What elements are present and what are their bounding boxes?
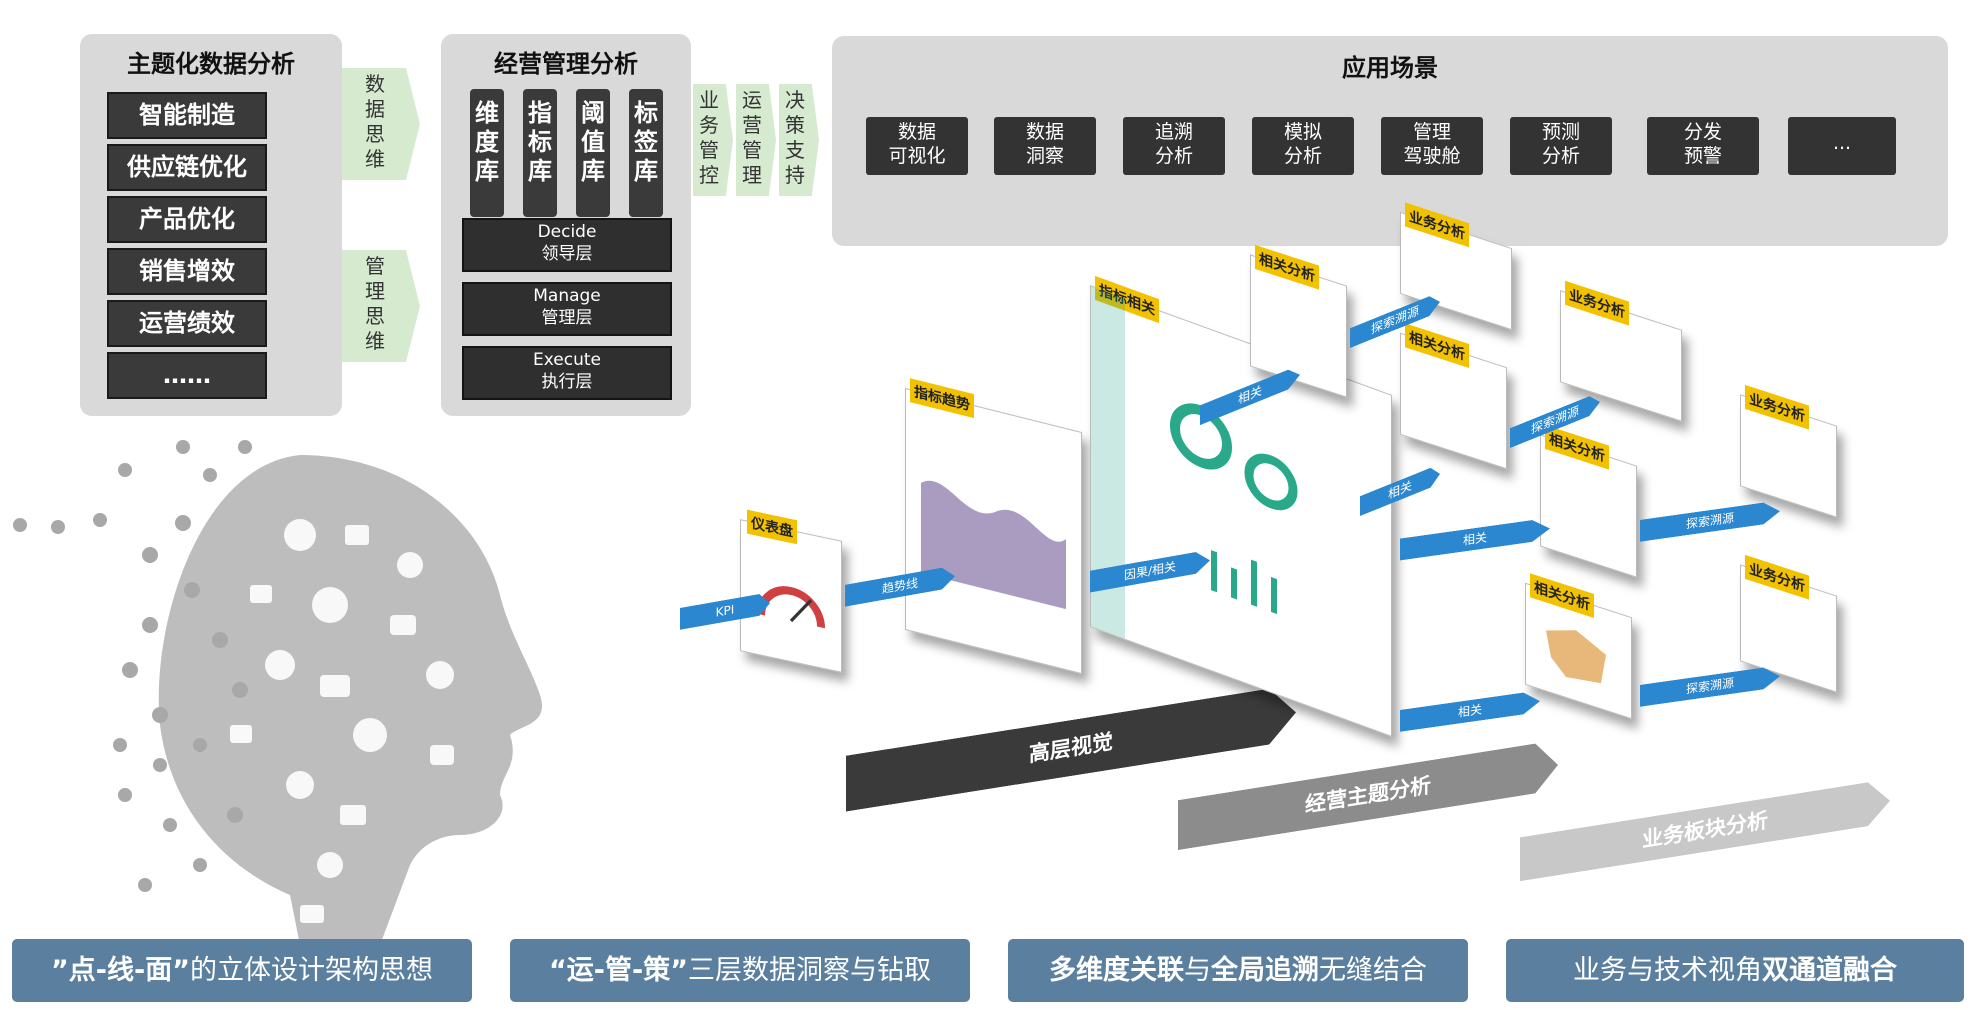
theme-item-smart-manufacturing: 智能制造 xyxy=(107,92,267,139)
mgmt-thinking-arrow xyxy=(342,250,420,362)
banner-dual-channel: 业务与技术视角双通道融合 xyxy=(1506,939,1964,1002)
scene-more: ... xyxy=(1788,117,1896,175)
theme-item-operations: 运营绩效 xyxy=(107,300,267,347)
scenes-panel-title: 应用场景 xyxy=(1342,54,1438,82)
biz-control-arrow xyxy=(693,84,733,196)
theme-panel-title: 主题化数据分析 xyxy=(127,50,295,78)
scene-insight: 数据 洞察 xyxy=(994,117,1096,175)
decision-support-arrow xyxy=(779,84,819,196)
banner-2-bold: “运-管-策” xyxy=(549,955,688,986)
arrow-explore-4: 探索溯源 xyxy=(1640,665,1780,707)
biz-control-label: 业 务 管 控 xyxy=(699,88,719,187)
theme-panel: 主题化数据分析 智能制造 供应链优化 产品优化 销售增效 运营绩效 …… xyxy=(80,34,342,416)
card-business-1-tag: 业务分析 xyxy=(1405,202,1469,248)
card-correlation-3: 相关分析 xyxy=(1400,323,1507,470)
card-gauge-tag: 仪表盘 xyxy=(747,509,797,545)
theme-item-supply-chain: 供应链优化 xyxy=(107,144,267,191)
card-trend: 指标趋势 xyxy=(905,378,1082,675)
indicator-library: 指 标 库 xyxy=(523,89,557,217)
card-business-4-tag: 业务分析 xyxy=(1745,554,1809,600)
analytics-flow: 高层视觉 经营主题分析 业务板块分析 仪表盘 指标趋势 指标相关 相关分析 业务… xyxy=(660,202,1950,860)
banner-4-bold: 双通道融合 xyxy=(1762,955,1897,986)
arrow-explore-3: 探索溯源 xyxy=(1640,500,1780,542)
icon-head-illustration xyxy=(13,440,543,945)
card-business-3-tag: 业务分析 xyxy=(1745,384,1809,430)
card-correlation-4: 相关分析 xyxy=(1540,424,1637,578)
scenes-panel: 应用场景 数据 可视化 数据 洞察 追溯 分析 模拟 分析 管理 驾驶舱 预测 … xyxy=(832,36,1948,246)
mgmt-thinking-label: 管 理 思 维 xyxy=(365,254,385,353)
ops-mgmt-label: 运 营 管 理 xyxy=(742,88,762,187)
card-business-2-tag: 业务分析 xyxy=(1565,280,1629,326)
tag-library: 标 签 库 xyxy=(629,89,663,217)
banner-1-rest: 的立体设计架构思想 xyxy=(189,955,433,986)
banner-4-pre: 业务与技术视角 xyxy=(1573,955,1762,986)
mgmt-panel-title: 经营管理分析 xyxy=(494,50,638,78)
arrow-correlation-4: 相关 xyxy=(1400,690,1540,732)
scene-cockpit: 管理 驾驶舱 xyxy=(1381,117,1483,175)
manage-layer: Manage 管理层 xyxy=(462,282,672,336)
banner-3-bold-1: 多维度关联 xyxy=(1049,955,1184,986)
card-correlation-2-tag: 相关分析 xyxy=(1255,244,1319,290)
scene-trace: 追溯 分析 xyxy=(1123,117,1225,175)
data-thinking-label: 数 据 思 维 xyxy=(365,72,385,171)
card-correlation-main: 指标相关 xyxy=(1090,275,1392,737)
card-correlation-4-tag: 相关分析 xyxy=(1545,424,1609,470)
road-business-theme: 经营主题分析 xyxy=(1178,740,1558,850)
banner-3-mid: 与 xyxy=(1184,955,1211,986)
theme-item-sales: 销售增效 xyxy=(107,248,267,295)
banner-2-rest: 三层数据洞察与钻取 xyxy=(687,955,931,986)
threshold-library: 阈 值 库 xyxy=(576,89,610,217)
decision-support-label: 决 策 支 持 xyxy=(785,88,805,187)
data-thinking-arrow xyxy=(342,68,420,180)
dashboard-graphic xyxy=(1091,286,1298,639)
scene-forecast: 预测 分析 xyxy=(1510,117,1612,175)
card-correlation-3-tag: 相关分析 xyxy=(1405,323,1469,369)
theme-item-product: 产品优化 xyxy=(107,196,267,243)
banner-3-bold-2: 全局追溯 xyxy=(1211,955,1319,986)
scene-alert: 分发 预警 xyxy=(1647,117,1759,175)
map-graphic xyxy=(1546,630,1606,684)
arrow-correlation-3: 相关 xyxy=(1400,517,1550,560)
card-correlation-5: 相关分析 xyxy=(1525,573,1632,720)
banner-multi-dimension: 多维度关联与全局追溯无缝结合 xyxy=(1008,939,1468,1002)
road-segment-analysis: 业务板块分析 xyxy=(1520,779,1890,882)
dimension-library: 维 度 库 xyxy=(470,89,504,217)
theme-item-more: …… xyxy=(107,352,267,399)
decide-layer: Decide 领导层 xyxy=(462,218,672,272)
scene-simulation: 模拟 分析 xyxy=(1252,117,1354,175)
banner-three-layers: “运-管-策”三层数据洞察与钻取 xyxy=(510,939,970,1002)
card-business-3: 业务分析 xyxy=(1740,384,1837,518)
mgmt-panel: 经营管理分析 维 度 库 指 标 库 阈 值 库 标 签 库 Decide 领导… xyxy=(441,34,691,416)
trend-area-graphic xyxy=(921,480,1066,610)
scene-visualization: 数据 可视化 xyxy=(866,117,968,175)
banner-3-rest: 无缝结合 xyxy=(1319,955,1427,986)
execute-layer: Execute 执行层 xyxy=(462,346,672,400)
banner-point-line-plane: ”点-线-面”的立体设计架构思想 xyxy=(12,939,472,1002)
ops-mgmt-arrow xyxy=(736,84,776,196)
banner-1-bold: ”点-线-面” xyxy=(51,955,190,986)
